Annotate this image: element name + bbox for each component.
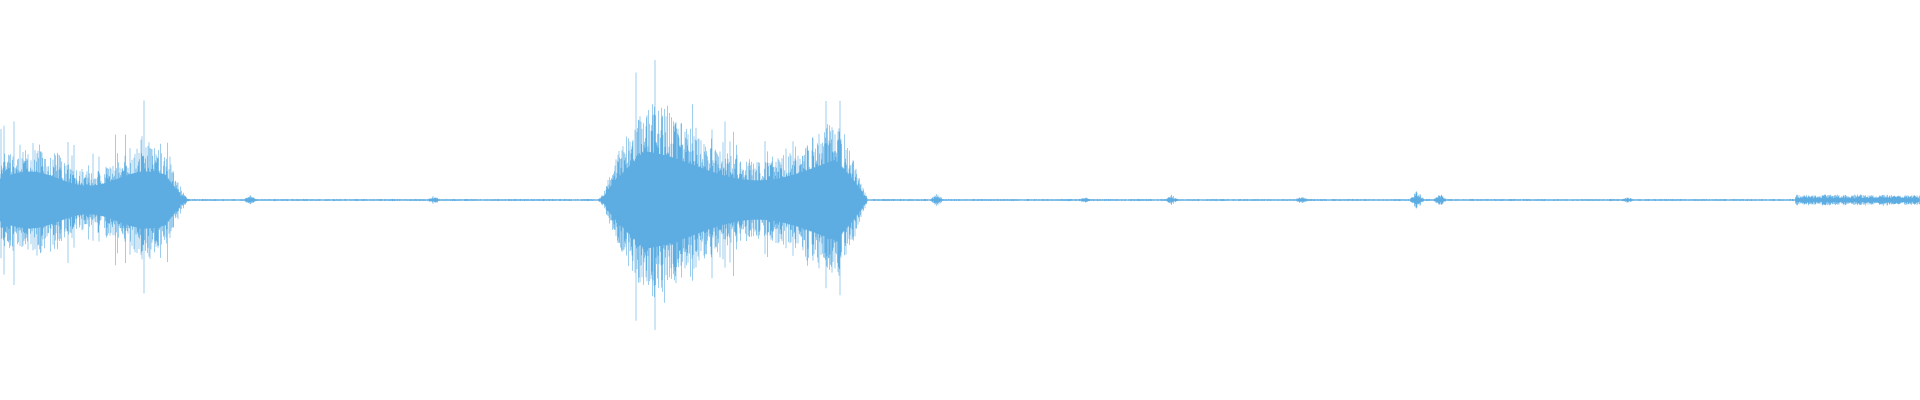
waveform-trace xyxy=(0,60,1920,330)
waveform-samples xyxy=(0,60,1920,330)
